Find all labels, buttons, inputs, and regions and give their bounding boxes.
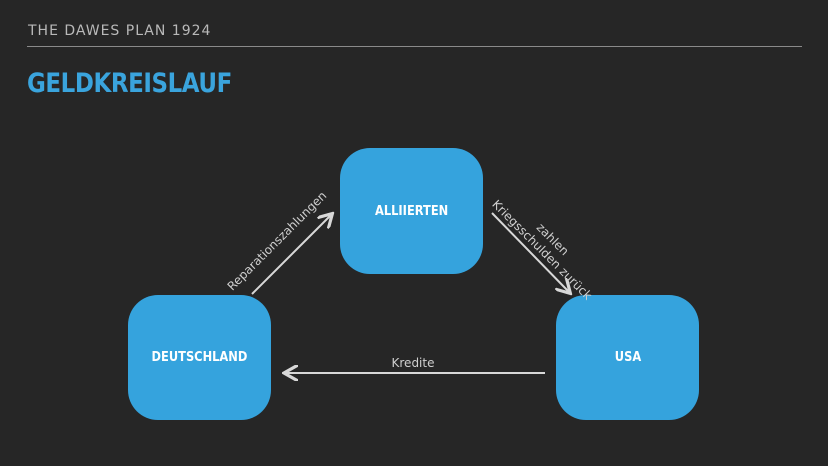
header-divider xyxy=(27,46,802,47)
node-usa: USA xyxy=(556,295,699,420)
node-deutschland: DEUTSCHLAND xyxy=(128,295,271,420)
edge-label-kredite: Kredite xyxy=(391,356,435,370)
node-label-usa: USA xyxy=(614,350,641,365)
arrow-deutschland-to-alliierten xyxy=(251,215,331,295)
header-title: THE DAWES PLAN 1924 xyxy=(28,23,212,39)
node-alliierten: ALLIIERTEN xyxy=(340,148,483,274)
node-label-alliierten: ALLIIERTEN xyxy=(374,203,449,219)
node-label-deutschland: DEUTSCHLAND xyxy=(151,350,248,365)
page-title: GELDKREISLAUF xyxy=(27,68,232,99)
arrow-alliierten-to-usa xyxy=(491,212,569,292)
